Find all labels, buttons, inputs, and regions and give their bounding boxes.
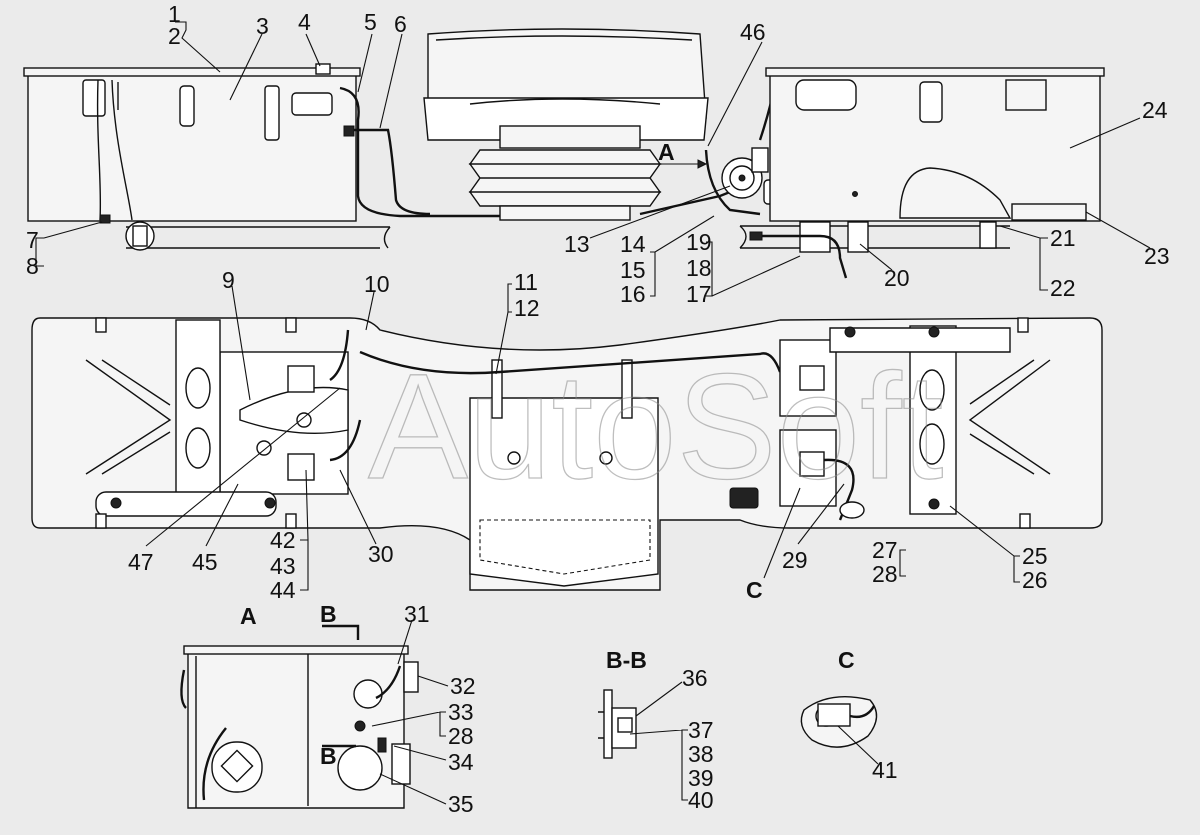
- callout-7: 7: [26, 227, 39, 253]
- callout-38: 38: [688, 741, 714, 767]
- callout-15: 15: [620, 257, 646, 283]
- callout-32: 32: [450, 673, 476, 699]
- callout-19: 19: [686, 229, 712, 255]
- leader-lines: [35, 21, 1151, 805]
- plan-view: [31, 317, 1103, 591]
- callout-39: 39: [688, 765, 714, 791]
- callout-43: 43: [270, 553, 296, 579]
- section-label-bb: B-B: [606, 647, 647, 673]
- callout-33: 33: [448, 699, 474, 725]
- callout-9: 9: [222, 267, 235, 293]
- right-rail: [739, 221, 1010, 279]
- callout-1: 1: [168, 1, 181, 27]
- callout-36: 36: [682, 665, 708, 691]
- watermark-text: AutoSoft: [368, 342, 943, 510]
- callout-44: 44: [270, 577, 296, 603]
- callouts: 1 2 3 4 5 6 46 24 7 8 13 14 15 16 19 18 …: [26, 1, 1170, 817]
- callout-30: 30: [368, 541, 394, 567]
- callout-5: 5: [364, 9, 377, 35]
- callout-13: 13: [564, 231, 590, 257]
- view-label-a-detail: A: [240, 603, 257, 629]
- callout-47: 47: [128, 549, 154, 575]
- callout-21: 21: [1050, 225, 1076, 251]
- left-toolbox: [23, 63, 361, 224]
- callout-45: 45: [192, 549, 218, 575]
- callout-31: 31: [404, 601, 430, 627]
- callout-20: 20: [884, 265, 910, 291]
- callout-16: 16: [620, 281, 646, 307]
- callout-35: 35: [448, 791, 474, 817]
- harness-left: [339, 86, 500, 218]
- section-marker-b-side: B: [320, 743, 337, 769]
- callout-34: 34: [448, 749, 474, 775]
- callout-14: 14: [620, 231, 646, 257]
- callout-22: 22: [1050, 275, 1076, 301]
- callout-23: 23: [1144, 243, 1170, 269]
- callout-24: 24: [1142, 97, 1168, 123]
- callout-26: 26: [1022, 567, 1048, 593]
- callout-12: 12: [514, 295, 540, 321]
- callout-37: 37: [688, 717, 714, 743]
- callout-4: 4: [298, 9, 311, 35]
- callout-46: 46: [740, 19, 766, 45]
- callout-27: 27: [872, 537, 898, 563]
- callout-40: 40: [688, 787, 714, 813]
- view-label-c-main: C: [746, 577, 763, 603]
- callout-17: 17: [686, 281, 712, 307]
- callout-18: 18: [686, 255, 712, 281]
- callout-41: 41: [872, 757, 898, 783]
- view-label-c-detail: C: [838, 647, 855, 673]
- seat-assembly: [423, 28, 709, 221]
- callout-8: 8: [26, 253, 39, 279]
- callout-11: 11: [514, 269, 538, 295]
- callout-10: 10: [364, 271, 390, 297]
- right-toolbox: [765, 67, 1105, 222]
- section-marker-b-top: B: [320, 601, 337, 627]
- callout-29: 29: [782, 547, 808, 573]
- callout-25: 25: [1022, 543, 1048, 569]
- detail-a: [180, 645, 419, 809]
- callout-28-detail: 28: [448, 723, 474, 749]
- callout-3: 3: [256, 13, 269, 39]
- callout-2: 2: [168, 23, 181, 49]
- left-rail: [125, 221, 391, 251]
- view-label-a-main: A: [658, 139, 675, 165]
- callout-6: 6: [394, 11, 407, 37]
- callout-28-plan: 28: [872, 561, 898, 587]
- detail-c: [800, 695, 878, 748]
- section-bb: [598, 689, 637, 759]
- callout-42: 42: [270, 527, 296, 553]
